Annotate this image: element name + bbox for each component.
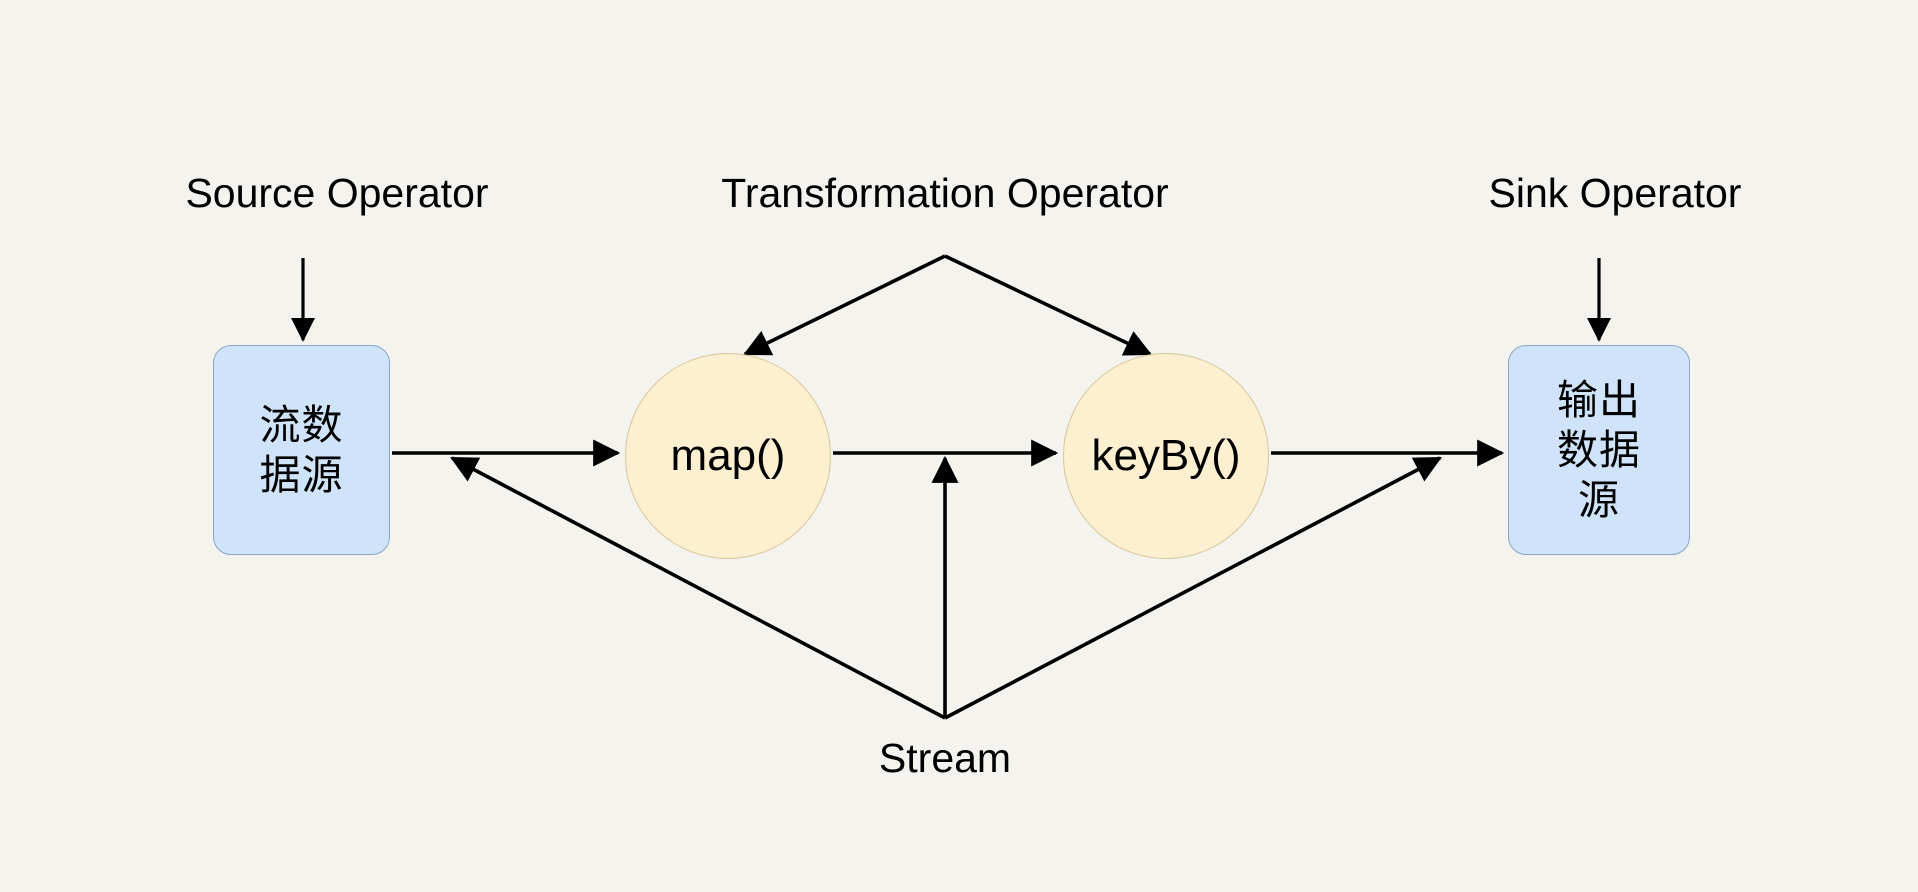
node-operator-keyby[interactable]: keyBy() xyxy=(1063,353,1269,559)
node-operator-map[interactable]: map() xyxy=(625,353,831,559)
caption-source-operator: Source Operator xyxy=(185,170,489,216)
caption-transformation-operator: Transformation Operator xyxy=(721,170,1169,216)
node-source-data-stream[interactable]: 流数 据源 xyxy=(213,345,390,555)
caption-sink-operator: Sink Operator xyxy=(1488,170,1742,216)
arrow-transform-label-to-keyby xyxy=(944,254,1152,356)
arrow-transform-label-to-map xyxy=(743,254,946,356)
caption-stream: Stream xyxy=(878,735,1012,781)
node-sink-output-data[interactable]: 输出 数据 源 xyxy=(1508,345,1690,555)
